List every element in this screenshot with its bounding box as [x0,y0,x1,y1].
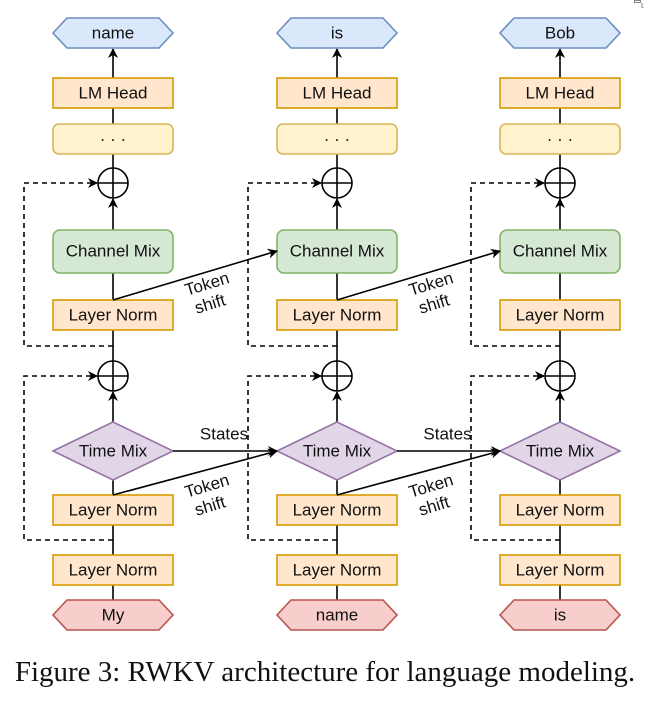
states-label: States [200,425,248,444]
lm-head-label: LM Head [526,84,595,103]
time-mix-label: Time Mix [79,442,148,461]
output-token-label: is [331,24,343,43]
ellipsis-box [499,123,621,155]
lm-head-box [276,77,398,109]
lm-head-label: LM Head [303,84,372,103]
input-token-label: name [316,606,359,625]
layer-norm-2-box [52,299,174,331]
output-token-hexagon [498,17,622,49]
layer-norm-1-label: Layer Norm [516,501,605,520]
output-token-hexagon [275,17,399,49]
lm-head-box [499,77,621,109]
output-token-hexagon [51,17,175,49]
token-shift-channelmix-arrow [112,248,278,301]
output-token-label: name [92,24,135,43]
output-token-label: Bob [545,24,575,43]
time-mix-label: Time Mix [303,442,372,461]
input-token-hexagon [275,599,399,631]
channel-mix-label: Channel Mix [66,242,161,261]
channel-mix-label: Channel Mix [290,242,385,261]
figure-caption: Figure 3: RWKV architecture for language… [14,656,636,688]
states-label: States [423,425,471,444]
residual-timemix [23,371,113,541]
layer-norm-1-label: Layer Norm [293,501,382,520]
channel-mix-box [52,229,174,274]
residual-channelmix [247,178,337,347]
input-token-label: is [554,606,566,625]
layer-norm-2-label: Layer Norm [516,306,605,325]
residual-channelmix [23,178,113,347]
layer-norm-input-box [52,554,174,586]
input-token-label: My [102,606,125,625]
channel-mix-label: Channel Mix [513,242,608,261]
ellipsis-label: · · · [324,130,350,149]
input-token-hexagon [51,599,175,631]
corner-artifact-icon [634,0,644,8]
token-shift-channelmix-arrow [336,248,501,301]
lm-head-box [52,77,174,109]
layer-norm-input-label: Layer Norm [69,561,158,580]
layer-norm-2-label: Layer Norm [69,306,158,325]
layer-norm-1-box [499,494,621,526]
ellipsis-box [276,123,398,155]
ellipsis-label: · · · [547,130,573,149]
ellipsis-box [52,123,174,155]
layer-norm-1-label: Layer Norm [69,501,158,520]
layer-norm-2-box [276,299,398,331]
layer-norm-input-label: Layer Norm [516,561,605,580]
time-mix-label: Time Mix [526,442,595,461]
token-shift-timemix-arrow [112,448,278,496]
layer-norm-2-box [499,299,621,331]
layer-norm-input-box [276,554,398,586]
layer-norm-input-label: Layer Norm [293,561,382,580]
layer-norm-1-box [276,494,398,526]
input-token-hexagon [498,599,622,631]
ellipsis-label: · · · [100,130,126,149]
token-shift-timemix-arrow [336,448,501,496]
lm-head-label: LM Head [79,84,148,103]
residual-channelmix [470,178,560,347]
layer-norm-input-box [499,554,621,586]
time-mix-diamond [498,421,622,481]
layer-norm-2-label: Layer Norm [293,306,382,325]
